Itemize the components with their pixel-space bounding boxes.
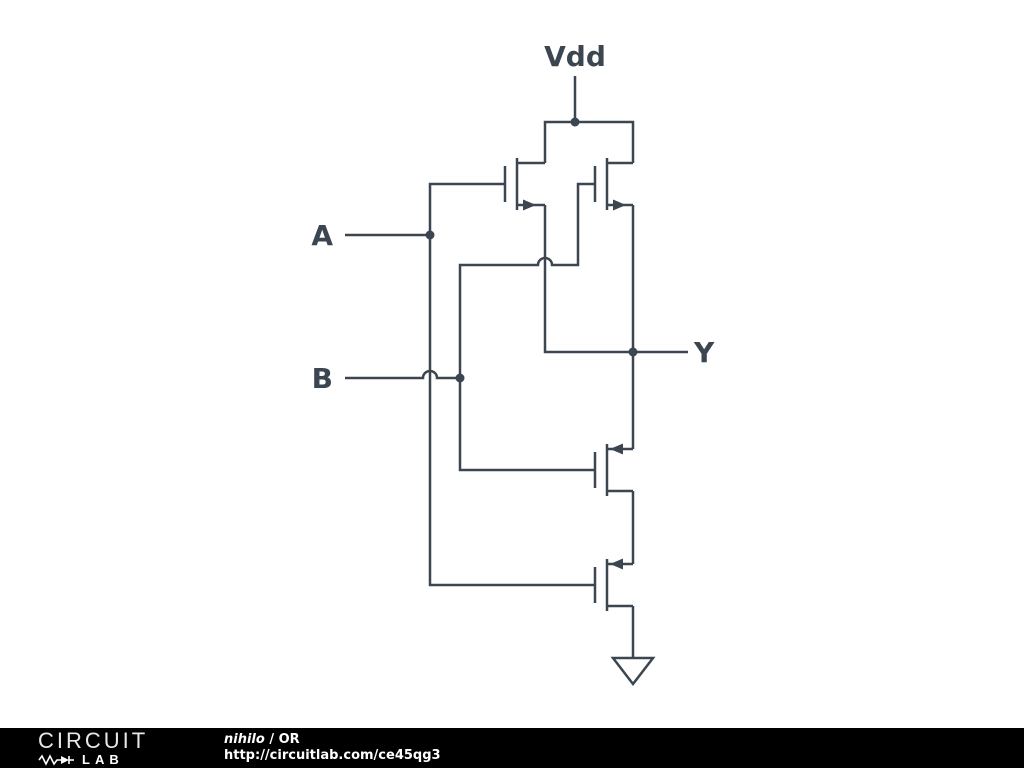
circuitlab-logo: CIRCUIT LAB	[38, 727, 178, 767]
logo-wordmark-circuit: CIRCUIT	[38, 727, 149, 753]
nmos-bottom-arrow	[610, 558, 623, 570]
schematic-canvas: Vdd A B Y	[311, 40, 715, 687]
nmos-bottom	[593, 558, 633, 611]
logo-bottom-row: LAB	[38, 753, 178, 767]
pmos-left-arrow	[523, 199, 536, 211]
wire-a-bus	[428, 182, 595, 587]
share-url[interactable]: http://circuitlab.com/ce45qg3	[224, 748, 441, 763]
nmos-top-stubs	[607, 447, 633, 493]
junction-y	[628, 347, 638, 357]
label-output-y: Y	[693, 336, 715, 369]
byline: nihilo / OR	[224, 732, 441, 748]
footer-bar: CIRCUIT LAB nihilo / OR http://circuitla…	[0, 728, 1024, 768]
pmos-right	[593, 158, 633, 211]
logo-wordmark-lab: LAB	[82, 752, 124, 767]
wires	[345, 76, 688, 658]
wire-input-b	[345, 369, 460, 380]
junction-vdd	[570, 117, 580, 127]
wire-pmos-left-drain	[543, 205, 688, 354]
nmos-top	[593, 443, 633, 496]
nmos-top-arrow	[610, 443, 623, 455]
wire-vdd-rail	[543, 120, 635, 163]
wire-b-bus	[458, 182, 595, 472]
label-vdd: Vdd	[544, 40, 606, 73]
label-input-a: A	[311, 219, 333, 252]
pmos-left-stubs	[517, 161, 545, 207]
nmos-bottom-stubs	[607, 562, 633, 608]
author-name: nihilo	[224, 732, 265, 747]
pmos-right-stubs	[607, 161, 633, 207]
junction-a	[425, 230, 435, 240]
byline-title: / OR	[264, 732, 300, 747]
junction-b	[455, 373, 465, 383]
pmos-right-arrow	[613, 199, 626, 211]
resistor-diode-icon	[38, 753, 74, 766]
pmos-left	[503, 158, 545, 211]
label-input-b: B	[312, 362, 333, 395]
ground-icon	[610, 656, 656, 687]
footer-meta: nihilo / OR http://circuitlab.com/ce45qg…	[224, 732, 441, 764]
junction-dots	[425, 117, 638, 383]
